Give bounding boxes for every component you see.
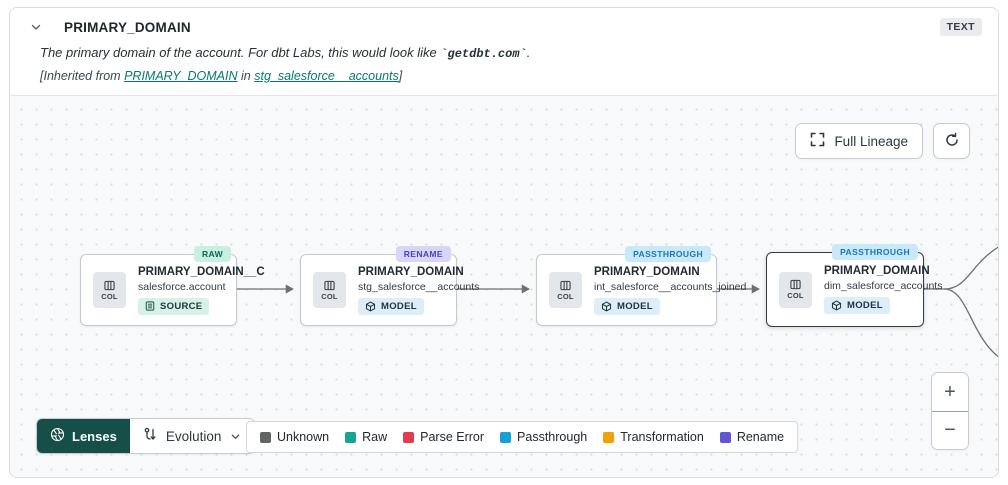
refresh-button[interactable] (933, 123, 970, 159)
inherited-model-link[interactable]: stg_salesforce__accounts (254, 69, 399, 83)
column-chip: COL (93, 272, 126, 308)
zoom-out-button[interactable]: − (932, 411, 968, 449)
node-lens-tag: PASSTHROUGH (625, 246, 711, 262)
legend-swatch (403, 431, 415, 443)
node-model-name: dim_salesforce_accounts (824, 280, 943, 292)
lenses-button[interactable]: Lenses (37, 419, 130, 453)
node-model-name: stg_salesforce__accounts (358, 280, 480, 293)
legend-swatch (500, 431, 512, 443)
legend-item: Raw (345, 430, 387, 444)
column-chip: COL (313, 272, 346, 308)
column-chip: COL (779, 271, 812, 308)
model-icon (365, 301, 376, 311)
lineage-node-intermediate[interactable]: PASSTHROUGH COL PRIMARY_DOMAIN int_sales… (536, 246, 747, 326)
collapse-chevron-icon[interactable] (28, 19, 44, 35)
lineage-node-staging[interactable]: RENAME COL PRIMARY_DOMAIN stg_salesforce… (300, 246, 480, 326)
lens-select-dropdown[interactable]: Evolution (129, 419, 255, 453)
columns-icon (324, 280, 335, 290)
legend-swatch (260, 431, 271, 443)
node-column-name: PRIMARY_DOMAIN (358, 265, 464, 278)
node-column-name: PRIMARY_DOMAIN__C (138, 265, 265, 278)
columns-icon (790, 279, 801, 290)
node-kind-badge: MODEL (594, 297, 660, 315)
legend-swatch (719, 431, 731, 443)
refresh-icon (944, 132, 960, 151)
node-lens-tag: PASSTHROUGH (832, 244, 918, 260)
column-lineage-panel: PRIMARY_DOMAIN TEXT The primary domain o… (9, 7, 999, 478)
node-kind-badge: MODEL (358, 297, 424, 315)
column-header: PRIMARY_DOMAIN TEXT The primary domain o… (10, 8, 998, 96)
legend-item: Rename (719, 430, 784, 444)
full-lineage-label: Full Lineage (834, 133, 908, 149)
node-model-name: salesforce.account (138, 280, 226, 293)
columns-icon (104, 280, 115, 290)
model-icon (601, 301, 612, 311)
canvas-toolbar: Full Lineage (795, 123, 970, 159)
node-column-name: PRIMARY_DOMAIN (824, 265, 930, 277)
model-icon (831, 300, 842, 311)
legend-item: Transformation (603, 430, 704, 444)
full-lineage-button[interactable]: Full Lineage (795, 123, 923, 159)
inherited-note: [Inherited from PRIMARY_DOMAIN in stg_sa… (40, 69, 403, 83)
column-type-badge: TEXT (939, 18, 982, 36)
columns-icon (560, 280, 571, 290)
legend-item: Unknown (260, 430, 329, 444)
lens-control: Lenses Evolution (36, 418, 256, 454)
lens-legend: Unknown Raw Parse Error Passthrough Tran… (246, 421, 799, 453)
selected-lens-label: Evolution (165, 428, 222, 444)
legend-item: Parse Error (403, 430, 484, 444)
legend-swatch (603, 431, 615, 443)
inherited-column-link[interactable]: PRIMARY_DOMAIN (124, 69, 238, 83)
legend-item: Passthrough (500, 430, 587, 444)
node-lens-tag: RENAME (395, 246, 451, 262)
node-lens-tag: RAW (193, 246, 231, 262)
lineage-node-source[interactable]: RAW COL PRIMARY_DOMAIN__C salesforce.acc… (80, 246, 265, 326)
expand-icon (810, 132, 825, 150)
legend-swatch (345, 431, 357, 443)
node-kind-badge: MODEL (824, 297, 890, 314)
lineage-canvas[interactable]: Full Lineage RAW COL PRIMARY_DOMAIN__C s… (10, 96, 998, 477)
chevron-down-icon (232, 433, 240, 439)
source-icon (145, 301, 155, 311)
evolution-icon (143, 427, 157, 445)
column-description: The primary domain of the account. For d… (40, 45, 531, 61)
column-chip: COL (549, 272, 582, 308)
node-column-name: PRIMARY_DOMAIN (594, 265, 700, 278)
node-model-name: int_salesforce__accounts_joined (594, 280, 747, 293)
zoom-in-button[interactable]: + (932, 373, 968, 411)
lineage-node-dimension[interactable]: PASSTHROUGH COL PRIMARY_DOMAIN dim_sales… (766, 244, 943, 327)
column-title: PRIMARY_DOMAIN (64, 19, 191, 35)
zoom-controls: + − (931, 372, 969, 450)
node-kind-badge: SOURCE (138, 297, 210, 315)
lenses-label: Lenses (72, 428, 117, 444)
aperture-icon (50, 427, 65, 445)
description-code: `getdbt.com` (440, 47, 527, 61)
